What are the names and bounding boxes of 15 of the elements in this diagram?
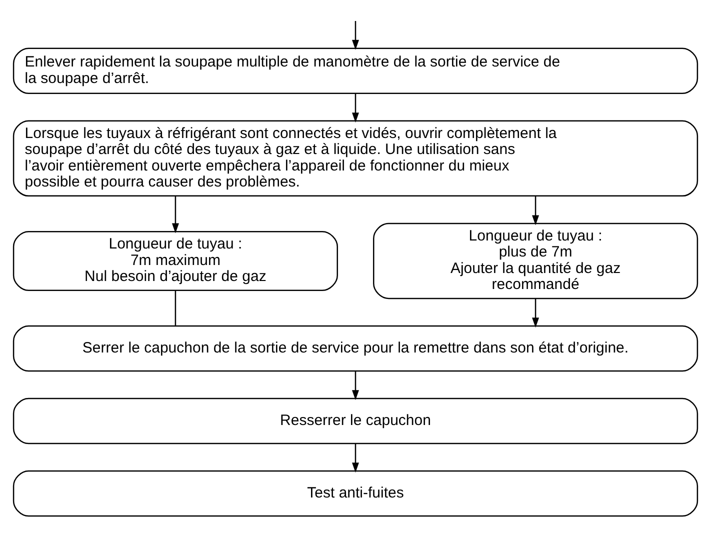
- node-box: Longueur de tuyau : 7m maximum Nul besoin d’ajouter de gaz: [12, 230, 338, 291]
- node-box: Enlever rapidement la soupape multiple de manomètre de la sortie de service de la soupape d’arrêt.: [12, 48, 698, 94]
- connector: [174, 290, 176, 326]
- arrow: [352, 371, 359, 400]
- node-box: Lorsque les tuyaux à réfrigérant sont connectés et vidés, ouvrir complètement la soupape d’arrêt du côté des tuyaux à gaz et à liquide. Une utilisation sans l’avoir entièrement ouverte empêchera l’appareil de fonctionner du mieux possible et pourra causer des problèmes.: [12, 120, 698, 197]
- arrow: [532, 196, 540, 226]
- arrow: [352, 21, 359, 50]
- arrow: [532, 298, 540, 328]
- node-box: Resserrer le capuchon: [12, 398, 698, 444]
- arrow: [352, 93, 359, 123]
- node-box: Test anti-fuites: [12, 470, 698, 517]
- arrow: [352, 444, 359, 473]
- node-box: Longueur de tuyau : plus de 7m Ajouter la quantité de gaz recommandé: [373, 222, 698, 300]
- node-box: Serrer le capuchon de la sortie de service pour la remettre dans son état d’origine.: [12, 325, 698, 372]
- arrow: [172, 196, 179, 234]
